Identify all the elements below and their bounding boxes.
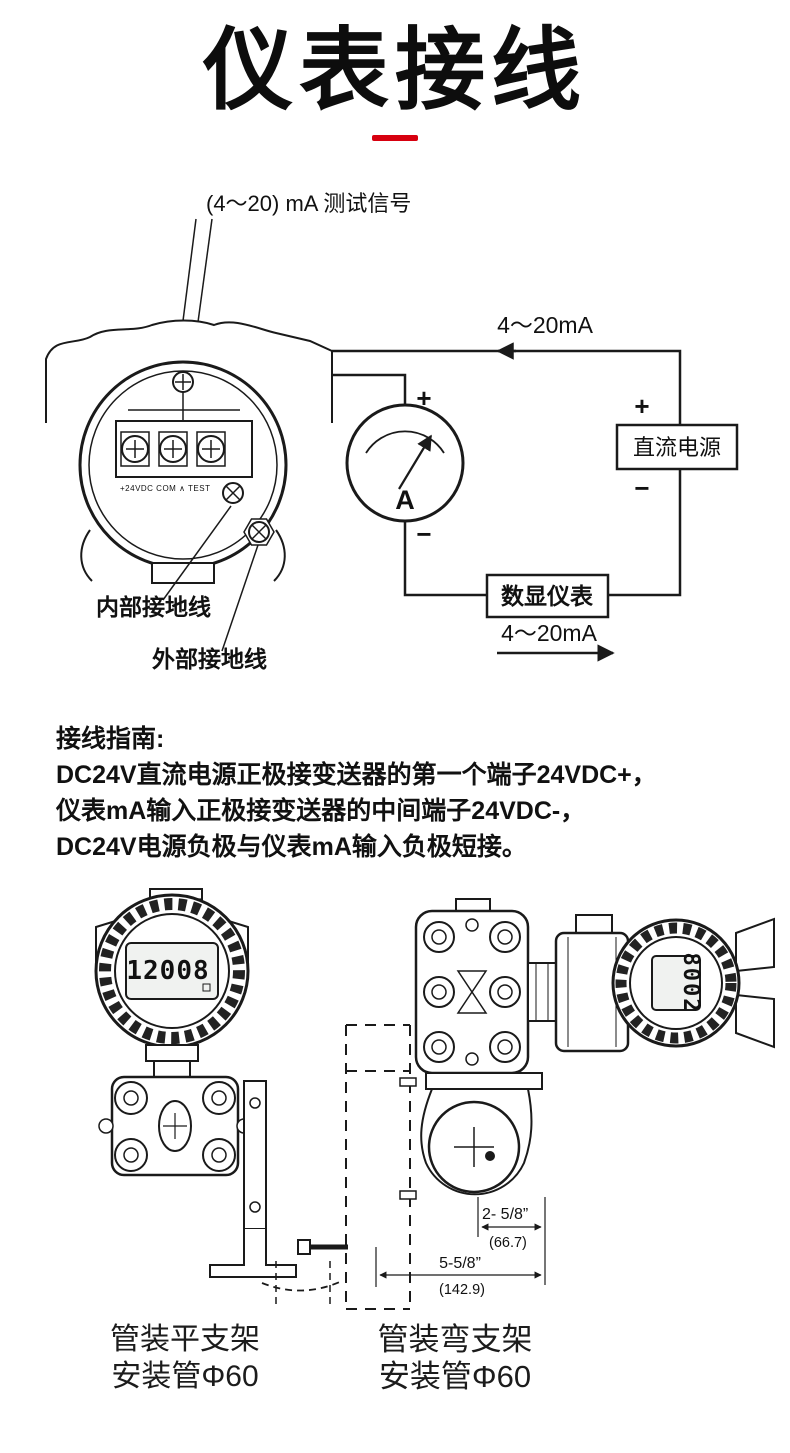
internal-ground-screw [222, 481, 244, 504]
terminal-block: +24VDC COM ∧ TEST [115, 408, 253, 493]
wiring-guide-line-3: DC24V电源负极与仪表mA输入负极短接。 [56, 832, 527, 861]
ammeter-needle [398, 434, 432, 490]
dc-power-label: 直流电源 [633, 435, 721, 460]
lcd-value-right: 8002 [678, 952, 703, 1013]
caption-flat-line-1: 管装平支架 [110, 1322, 260, 1356]
flat-bracket [209, 1079, 348, 1307]
dimension-small: 2- 5/8” (66.7) [477, 1196, 546, 1285]
terminal-markings: +24VDC COM ∧ TEST [120, 484, 210, 493]
internal-ground-label: 内部接地线 [96, 594, 211, 620]
dc-power-plus: + [634, 391, 649, 421]
dim-large-inches: 5-5/8” [439, 1255, 481, 1272]
terminal-screw-3 [197, 434, 225, 463]
terminal-screw-1 [121, 434, 149, 463]
caption-flat-bracket: 管装平支架 安装管Φ60 [60, 1321, 310, 1395]
bent-bracket [399, 1071, 543, 1200]
title-accent-dash [372, 134, 418, 141]
external-ground-screw [243, 517, 275, 546]
wiring-guide-heading: 接线指南: [56, 724, 165, 753]
ammeter-scale-arc [365, 430, 445, 453]
caption-bent-line-2: 安装管Φ60 [378, 1358, 532, 1394]
loop-wires [332, 341, 682, 596]
top-screw [172, 370, 194, 421]
caption-bent-line-1: 管装弯支架 [377, 1321, 533, 1357]
ammeter: A [345, 403, 465, 522]
wiring-guide-line-1: DC24V直流电源正极接变送器的第一个端子24VDC+， [56, 760, 657, 789]
mounting-diagram: 12008 [94, 887, 775, 1310]
ammeter-minus: − [416, 519, 431, 549]
bezel-knurling-right [615, 922, 737, 1043]
ammeter-plus: + [416, 383, 431, 413]
lcd-value-left: 12008 [126, 956, 209, 986]
header: 仪表接线 [0, 0, 790, 141]
wiring-guide-line-2: 仪表mA输入正极接变送器的中间端子24VDC-， [56, 796, 586, 825]
coplanar-flange-front [98, 1075, 252, 1176]
caption-bent-bracket: 管装弯支架 安装管Φ60 [325, 1321, 585, 1395]
transmitter-flat-bracket: 12008 [94, 887, 348, 1307]
digital-meter-label: 数显仪表 [501, 583, 594, 609]
test-signal-label: (4～20) mA 测试信号 [206, 191, 411, 216]
dim-small-mm: (66.7) [489, 1235, 527, 1251]
transmitter-bent-bracket: 8002 [399, 897, 775, 1200]
dim-small-inches: 2- 5/8” [482, 1206, 528, 1223]
dim-large-mm: (142.9) [439, 1282, 485, 1298]
clamp-bolt-dot [485, 1150, 495, 1161]
loop-label-top: 4～20mA [497, 312, 594, 338]
digital-meter: 数显仪表 [485, 573, 610, 618]
transmitter-terminal-view: +24VDC COM ∧ TEST [45, 319, 333, 584]
wiring-diagram: (4～20) mA 测试信号 [45, 191, 739, 672]
ammeter-label: A [395, 485, 415, 515]
bezel-knurling [99, 897, 245, 1044]
lcd-display-left: 12008 [125, 941, 219, 1000]
caption-flat-line-2: 安装管Φ60 [111, 1359, 259, 1393]
external-ground-label: 外部接地线 [152, 646, 267, 672]
dc-power-supply: 直流电源 [615, 423, 739, 470]
page-title: 仪表接线 [203, 21, 587, 121]
dimension-large: 5-5/8” (142.9) [375, 1246, 542, 1298]
terminal-screw-2 [159, 434, 187, 463]
loop-label-bottom: 4～20mA [501, 620, 598, 646]
mounting-pipe-dashed [345, 1023, 411, 1310]
mounting-captions: 管装平支架 安装管Φ60 管装弯支架 安装管Φ60 [0, 1321, 790, 1405]
wiring-guide: 接线指南: DC24V直流电源正极接变送器的第一个端子24VDC+， 仪表mA输… [56, 721, 790, 865]
coplanar-flange-front-right [414, 909, 530, 1074]
lcd-display-right: 8002 [651, 952, 703, 1013]
dc-power-minus: − [634, 473, 649, 503]
